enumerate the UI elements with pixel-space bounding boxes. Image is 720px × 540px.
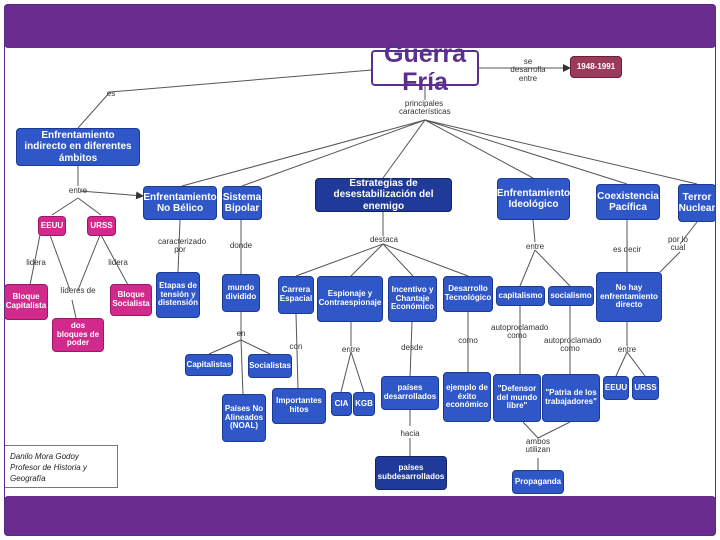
node-bloque-capitalista: Bloque Capitalista — [4, 284, 48, 320]
node-bloque-socialista: Bloque Socialista — [110, 284, 152, 316]
label-es-decir: es decir — [612, 245, 642, 254]
node-ideologico: Enfrentamiento Ideológico — [497, 178, 570, 220]
node-urss: URSS — [87, 216, 116, 236]
label-entre-1: entre — [68, 186, 88, 195]
node-noal: Países No Alineados (NOAL) — [222, 394, 266, 442]
label-donde: donde — [229, 241, 253, 250]
node-paises-desarrollados: países desarrollados — [381, 376, 439, 410]
node-kgb: KGB — [353, 392, 375, 416]
node-desarrollo-tecnologico: Desarrollo Tecnológico — [443, 276, 493, 312]
node-eeuu: EEUU — [38, 216, 66, 236]
slide-frame — [4, 4, 716, 536]
node-no-belico: Enfrentamiento No Bélico — [143, 186, 217, 220]
node-capitalismo: capitalismo — [496, 286, 545, 306]
node-cia: CIA — [331, 392, 352, 416]
top-banner — [4, 4, 716, 48]
label-autoproclamado-como-1: autoproclamado como — [491, 323, 549, 341]
node-carrera-espacial: Carrera Espacial — [278, 276, 314, 314]
label-entre-4: entre — [617, 345, 637, 354]
label-caracterizado-por: caracterizado por — [158, 237, 207, 255]
label-ambos-utilizan: ambos utilizan — [525, 437, 551, 455]
node-patria: "Patria de los trabajadores" — [542, 374, 600, 422]
label-hacia: hacia — [400, 429, 420, 438]
label-es: es — [106, 89, 116, 98]
label-destaca: destaca — [369, 235, 399, 244]
label-lideres-de: líderes de — [60, 286, 96, 295]
label-principales-caracteristicas: principales características — [399, 99, 451, 117]
node-socialistas: Socialistas — [248, 354, 292, 378]
node-eeuu-2: EEUU — [603, 376, 629, 400]
node-dos-bloques: dos bloques de poder — [52, 318, 104, 352]
bottom-banner — [4, 496, 716, 536]
author-name: Danilo Mora Godoy — [10, 452, 79, 461]
node-no-hay-enfrentamiento: No hay enfrentamiento directo — [596, 272, 662, 322]
node-sistema-bipolar: Sistema Bipolar — [222, 186, 262, 220]
label-en: en — [236, 329, 246, 338]
author-role: Profesor de Historia y Geografía — [10, 462, 87, 483]
node-urss-2: URSS — [632, 376, 659, 400]
node-paises-subdesarrollados: países subdesarrollados — [375, 456, 447, 490]
label-con: con — [289, 342, 303, 351]
node-capitalistas: Capitalistas — [185, 354, 233, 376]
node-propaganda: Propaganda — [512, 470, 564, 494]
label-entre-3: entre — [525, 242, 545, 251]
label-entre-2: entre — [341, 345, 361, 354]
label-lidera-1: lidera — [26, 258, 46, 267]
node-socialismo: socialismo — [548, 286, 594, 306]
period-node: 1948-1991 — [570, 56, 622, 78]
node-enfrentamiento-indirecto: Enfrentamiento indirecto en diferentes á… — [16, 128, 140, 166]
node-estrategias: Estrategias de desestabilización del ene… — [315, 178, 452, 212]
node-defensor: "Defensor del mundo libre" — [493, 374, 541, 422]
label-se-desarrolla-entre: se desarrolla entre — [510, 57, 546, 83]
node-mundo-dividido: mundo dividido — [222, 274, 260, 312]
label-lidera-2: lidera — [108, 258, 128, 267]
node-importantes-hitos: Importantes hitos — [272, 388, 326, 424]
node-espionaje: Espionaje y Contraespionaje — [317, 276, 383, 322]
node-etapas: Etapas de tensión y distensión — [156, 272, 200, 318]
node-incentivo: Incentivo y Chantaje Económico — [388, 276, 437, 322]
node-ejemplo-exito: ejemplo de éxito económico — [443, 372, 491, 422]
node-terror-nuclear: Terror Nuclear — [678, 184, 716, 222]
label-desde: desde — [401, 343, 423, 352]
node-coexistencia: Coexistencia Pacífica — [596, 184, 660, 220]
label-por-lo-cual: por lo cual — [667, 235, 688, 253]
label-como: como — [458, 336, 478, 345]
label-autoproclamado-como-2: autoproclamado como — [544, 336, 602, 354]
